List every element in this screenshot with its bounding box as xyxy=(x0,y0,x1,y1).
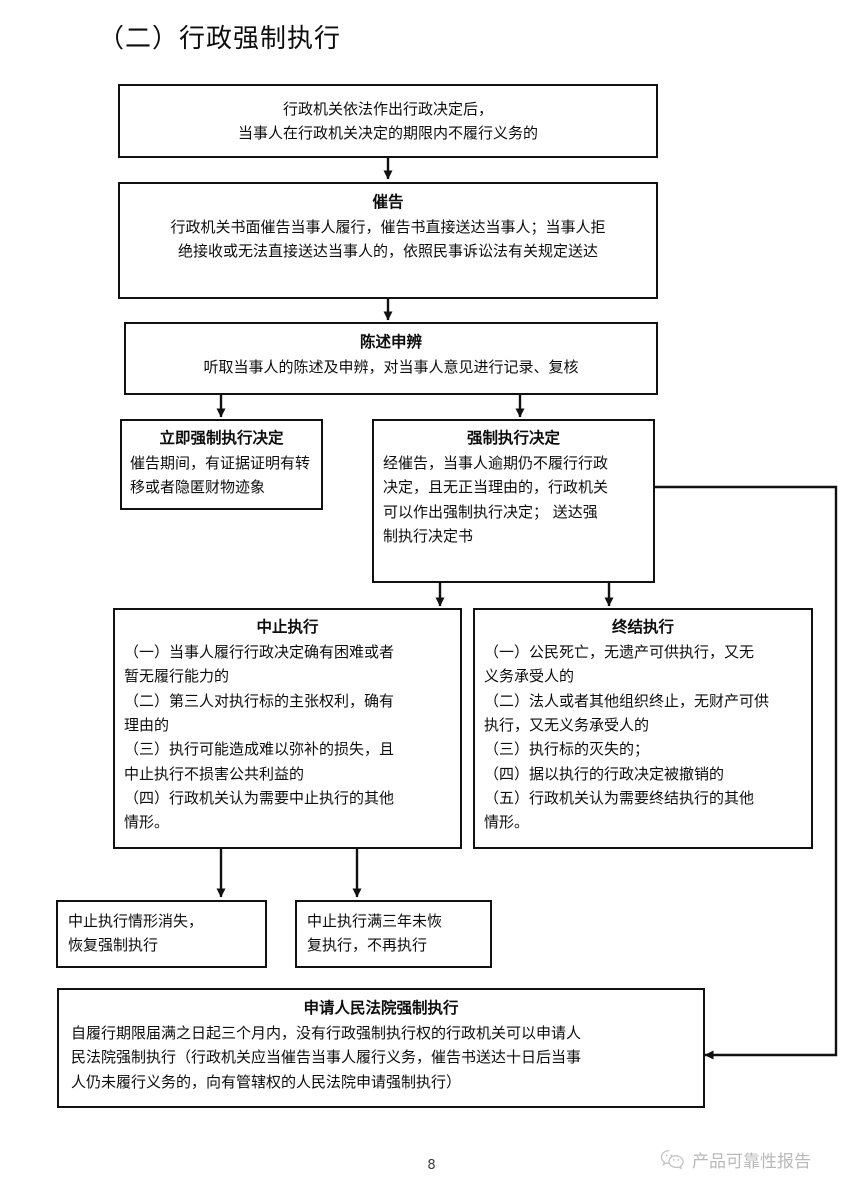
node-qiangzhi-line-4: 制执行决定书 xyxy=(383,526,474,545)
node-zhongjie-line-7: （五）行政机关认为需要终结执行的其他 xyxy=(484,788,755,807)
node-liji-line-1: 催告期间，有证据证明有转 xyxy=(130,454,311,473)
node-zhongjie-heading: 终结执行 xyxy=(611,618,674,636)
node-zhongjie-line-1: （一）公民死亡，无遗产可供执行，又无 xyxy=(484,643,755,662)
node-cuigao-line-1: 行政机关书面催告当事人履行，催告书直接送达当事人；当事人拒 xyxy=(170,218,606,237)
node-zhongjie-line-3: （二）法人或者其他组织终止，无财产可供 xyxy=(484,691,770,710)
node-qiangzhi-line-3: 可以作出强制执行决定； 送达强 xyxy=(383,502,598,521)
node-zhongzhi-line-8: 情形。 xyxy=(124,813,170,832)
node-start: 行政机关依法作出行政决定后， 当事人在行政机关决定的期限内不履行义务的 xyxy=(118,84,658,158)
node-zhongjie-line-4: 执行，又无义务承受人的 xyxy=(484,715,650,734)
node-zhongjie-line-8: 情形。 xyxy=(484,813,530,832)
node-zhongzhi-line-6: 中止执行不损害公共利益的 xyxy=(124,764,305,783)
node-liji: 立即强制执行决定 催告期间，有证据证明有转 移或者隐匿财物迹象 xyxy=(120,419,323,510)
node-qiangzhi-line-1: 经催告，当事人逾期仍不履行行政 xyxy=(383,454,609,473)
node-liji-heading: 立即强制执行决定 xyxy=(159,429,284,447)
node-qiangzhi: 强制执行决定 经催告，当事人逾期仍不履行行政 决定，且无正当理由的，行政机关 可… xyxy=(372,419,655,583)
node-zhongzhi-line-7: （四）行政机关认为需要中止执行的其他 xyxy=(124,788,395,807)
node-bzx-line-2: 复执行，不再执行 xyxy=(307,936,428,955)
node-zhongzhi-line-3: （二）第三人对执行标的主张权利，确有 xyxy=(124,691,395,710)
node-cuigao-line-2: 绝接收或无法直接送达当事人的，依照民事诉讼法有关规定送达 xyxy=(177,242,598,261)
page-title: （二）行政强制执行 xyxy=(98,24,342,54)
node-zhongzhi: 中止执行 （一）当事人履行行政决定确有困难或者 暂无履行能力的 （二）第三人对执… xyxy=(113,608,462,849)
node-huifu-line-2: 恢复强制执行 xyxy=(68,936,159,955)
node-start-line-2: 当事人在行政机关决定的期限内不履行义务的 xyxy=(237,124,538,142)
node-zhongzhi-line-4: 理由的 xyxy=(124,715,170,734)
node-fayuan: 申请人民法院强制执行 自履行期限届满之日起三个月内，没有行政强制执行权的行政机关… xyxy=(57,988,705,1108)
node-zhongjie-line-6: （四）据以执行的行政决定被撤销的 xyxy=(484,764,725,783)
node-fayuan-heading: 申请人民法院强制执行 xyxy=(303,999,459,1017)
node-liji-line-2: 移或者隐匿财物迹象 xyxy=(130,478,266,497)
watermark-label: 产品可靠性报告 xyxy=(692,1152,811,1172)
node-zhongjie-line-5: （三）执行标的灭失的； xyxy=(484,740,650,759)
node-huifu-line-1: 中止执行情形消失， xyxy=(68,912,204,930)
node-bzx-line-1: 中止执行满三年未恢 xyxy=(307,912,443,930)
page-number: 8 xyxy=(427,1158,436,1173)
node-chenshu-line-1: 听取当事人的陈述及申辨，对当事人意见进行记录、复核 xyxy=(203,358,579,377)
node-zhongjie: 终结执行 （一）公民死亡，无遗产可供执行，又无 义务承受人的 （二）法人或者其他… xyxy=(473,608,813,849)
node-zhongzhi-heading: 中止执行 xyxy=(256,618,319,636)
node-chenshu-heading: 陈述申辨 xyxy=(359,333,422,351)
node-bzx: 中止执行满三年未恢 复执行，不再执行 xyxy=(295,900,492,968)
node-qiangzhi-heading: 强制执行决定 xyxy=(466,429,560,447)
node-fayuan-line-1: 自履行期限届满之日起三个月内，没有行政强制执行权的行政机关可以申请人 xyxy=(71,1024,582,1043)
node-cuigao: 催告 行政机关书面催告当事人履行，催告书直接送达当事人；当事人拒 绝接收或无法直… xyxy=(118,182,658,299)
node-zhongzhi-line-5: （三）执行可能造成难以弥补的损失，且 xyxy=(124,740,395,759)
watermark: 产品可靠性报告 xyxy=(660,1147,811,1172)
node-zhongjie-line-2: 义务承受人的 xyxy=(484,667,575,686)
node-huifu: 中止执行情形消失， 恢复强制执行 xyxy=(56,900,267,968)
node-chenshu: 陈述申辨 听取当事人的陈述及申辨，对当事人意见进行记录、复核 xyxy=(124,322,658,395)
node-start-line-1: 行政机关依法作出行政决定后， xyxy=(282,99,493,118)
node-zhongzhi-line-1: （一）当事人履行行政决定确有困难或者 xyxy=(124,643,395,662)
node-fayuan-line-3: 人仍未履行义务的，向有管辖权的人民法院申请强制执行） xyxy=(71,1072,462,1091)
node-cuigao-heading: 催告 xyxy=(372,193,404,211)
node-qiangzhi-line-2: 决定，且无正当理由的，行政机关 xyxy=(383,478,609,497)
node-fayuan-line-2: 民法院强制执行（行政机关应当催告当事人履行义务，催告书送达十日后当事 xyxy=(71,1048,582,1067)
node-zhongzhi-line-2: 暂无履行能力的 xyxy=(124,667,230,686)
wechat-icon xyxy=(660,1149,684,1170)
